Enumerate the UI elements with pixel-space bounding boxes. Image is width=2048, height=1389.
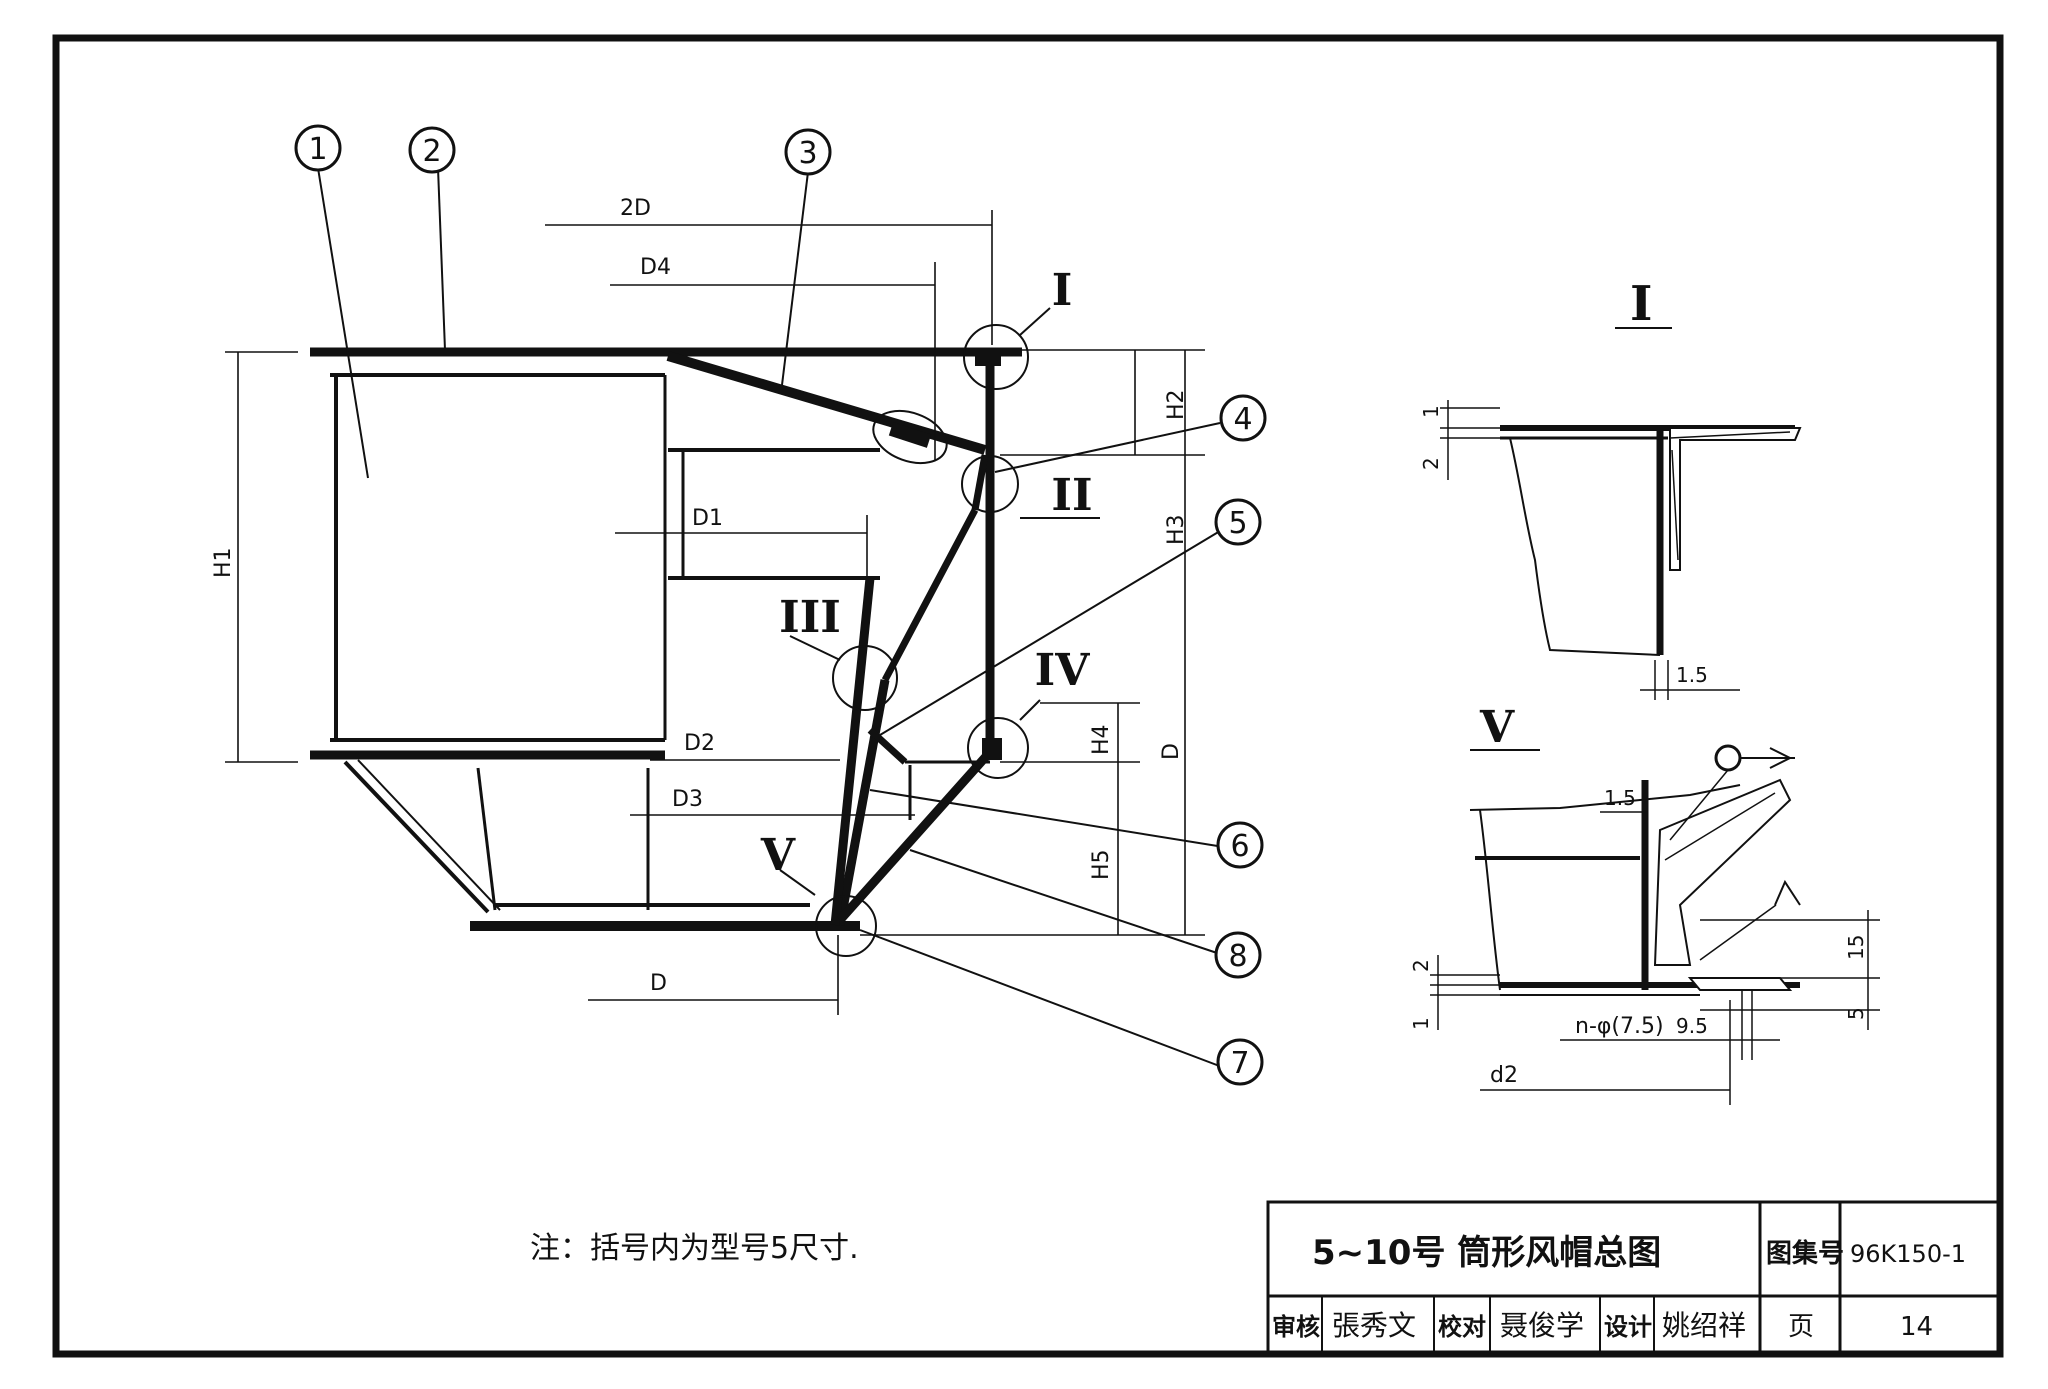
note-text: 注：括号内为型号5尺寸. (530, 1231, 859, 1266)
dim-d2: D2 (684, 731, 715, 756)
dimension-lines (225, 210, 1205, 1015)
page-number: 14 (1900, 1312, 1933, 1342)
design-label: 设计 (1604, 1313, 1652, 1341)
atlas-number: 96K150-1 (1850, 1240, 1966, 1268)
detail-V-dim-1: 1 (1409, 1017, 1433, 1030)
outer-frame (52, 34, 2004, 1358)
review-label: 审核 (1272, 1313, 1320, 1341)
atlas-label: 图集号 (1766, 1238, 1844, 1269)
detail-label-IV: IV (1035, 645, 1091, 696)
detail-V-dim-95: 9.5 (1676, 1014, 1708, 1038)
dim-d: D (650, 971, 667, 996)
detail-V-dim-2: 2 (1409, 959, 1433, 972)
callout-4: 4 (1233, 402, 1252, 437)
drawing-title: 5~10号 筒形风帽总图 (1312, 1233, 1661, 1273)
detail-label-III: III (779, 592, 841, 643)
detail-I-dim-1: 1 (1419, 405, 1443, 418)
dim-h4: H4 (1089, 724, 1114, 755)
detail-I-dim-15: 1.5 (1676, 663, 1708, 687)
detail-V-dim-15: 15 (1844, 935, 1868, 960)
detail-label-V: V (760, 830, 796, 881)
leader-lines (317, 167, 1233, 1071)
reviewer-signature: 張秀文 (1332, 1309, 1416, 1342)
detail-I (1440, 327, 1802, 700)
dim-h3: H3 (1164, 514, 1189, 545)
dim-h5: H5 (1089, 849, 1114, 880)
callout-5: 5 (1228, 506, 1247, 541)
designer-signature: 姚绍祥 (1662, 1309, 1746, 1342)
main-view (310, 347, 1022, 931)
detail-I-title: I (1630, 276, 1652, 332)
page-label: 页 (1788, 1312, 1814, 1342)
dim-2d: 2D (620, 196, 651, 221)
check-label: 校对 (1438, 1313, 1486, 1341)
dim-d4: D4 (640, 255, 671, 280)
callout-6: 6 (1230, 829, 1249, 864)
callout-1: 1 (308, 132, 327, 167)
callout-8: 8 (1228, 939, 1247, 974)
detail-label-I: I (1052, 265, 1073, 316)
callout-7: 7 (1230, 1046, 1249, 1081)
detail-V-hole-spec: n-φ(7.5) (1575, 1014, 1664, 1039)
callout-3: 3 (798, 136, 817, 171)
dim-h1: H1 (211, 547, 236, 578)
callout-2: 2 (422, 134, 441, 169)
detail-label-II: II (1051, 470, 1092, 521)
dim-d3: D3 (672, 787, 703, 812)
detail-V-title: V (1479, 702, 1515, 753)
detail-I-dim-2: 2 (1419, 457, 1443, 470)
dim-h2: H2 (1164, 389, 1189, 420)
detail-markers (815, 324, 1029, 957)
detail-V-dim-15-top: 1.5 (1604, 786, 1636, 810)
title-block (1266, 1200, 2002, 1356)
checker-signature: 聂俊学 (1500, 1309, 1584, 1342)
dim-d-vertical: D (1159, 743, 1184, 760)
dim-d1: D1 (692, 506, 723, 531)
callout-circles (294, 124, 1267, 1086)
detail-V-d2: d2 (1490, 1063, 1518, 1088)
detail-V (1430, 744, 1880, 1105)
detail-V-dim-5: 5 (1844, 1007, 1868, 1020)
